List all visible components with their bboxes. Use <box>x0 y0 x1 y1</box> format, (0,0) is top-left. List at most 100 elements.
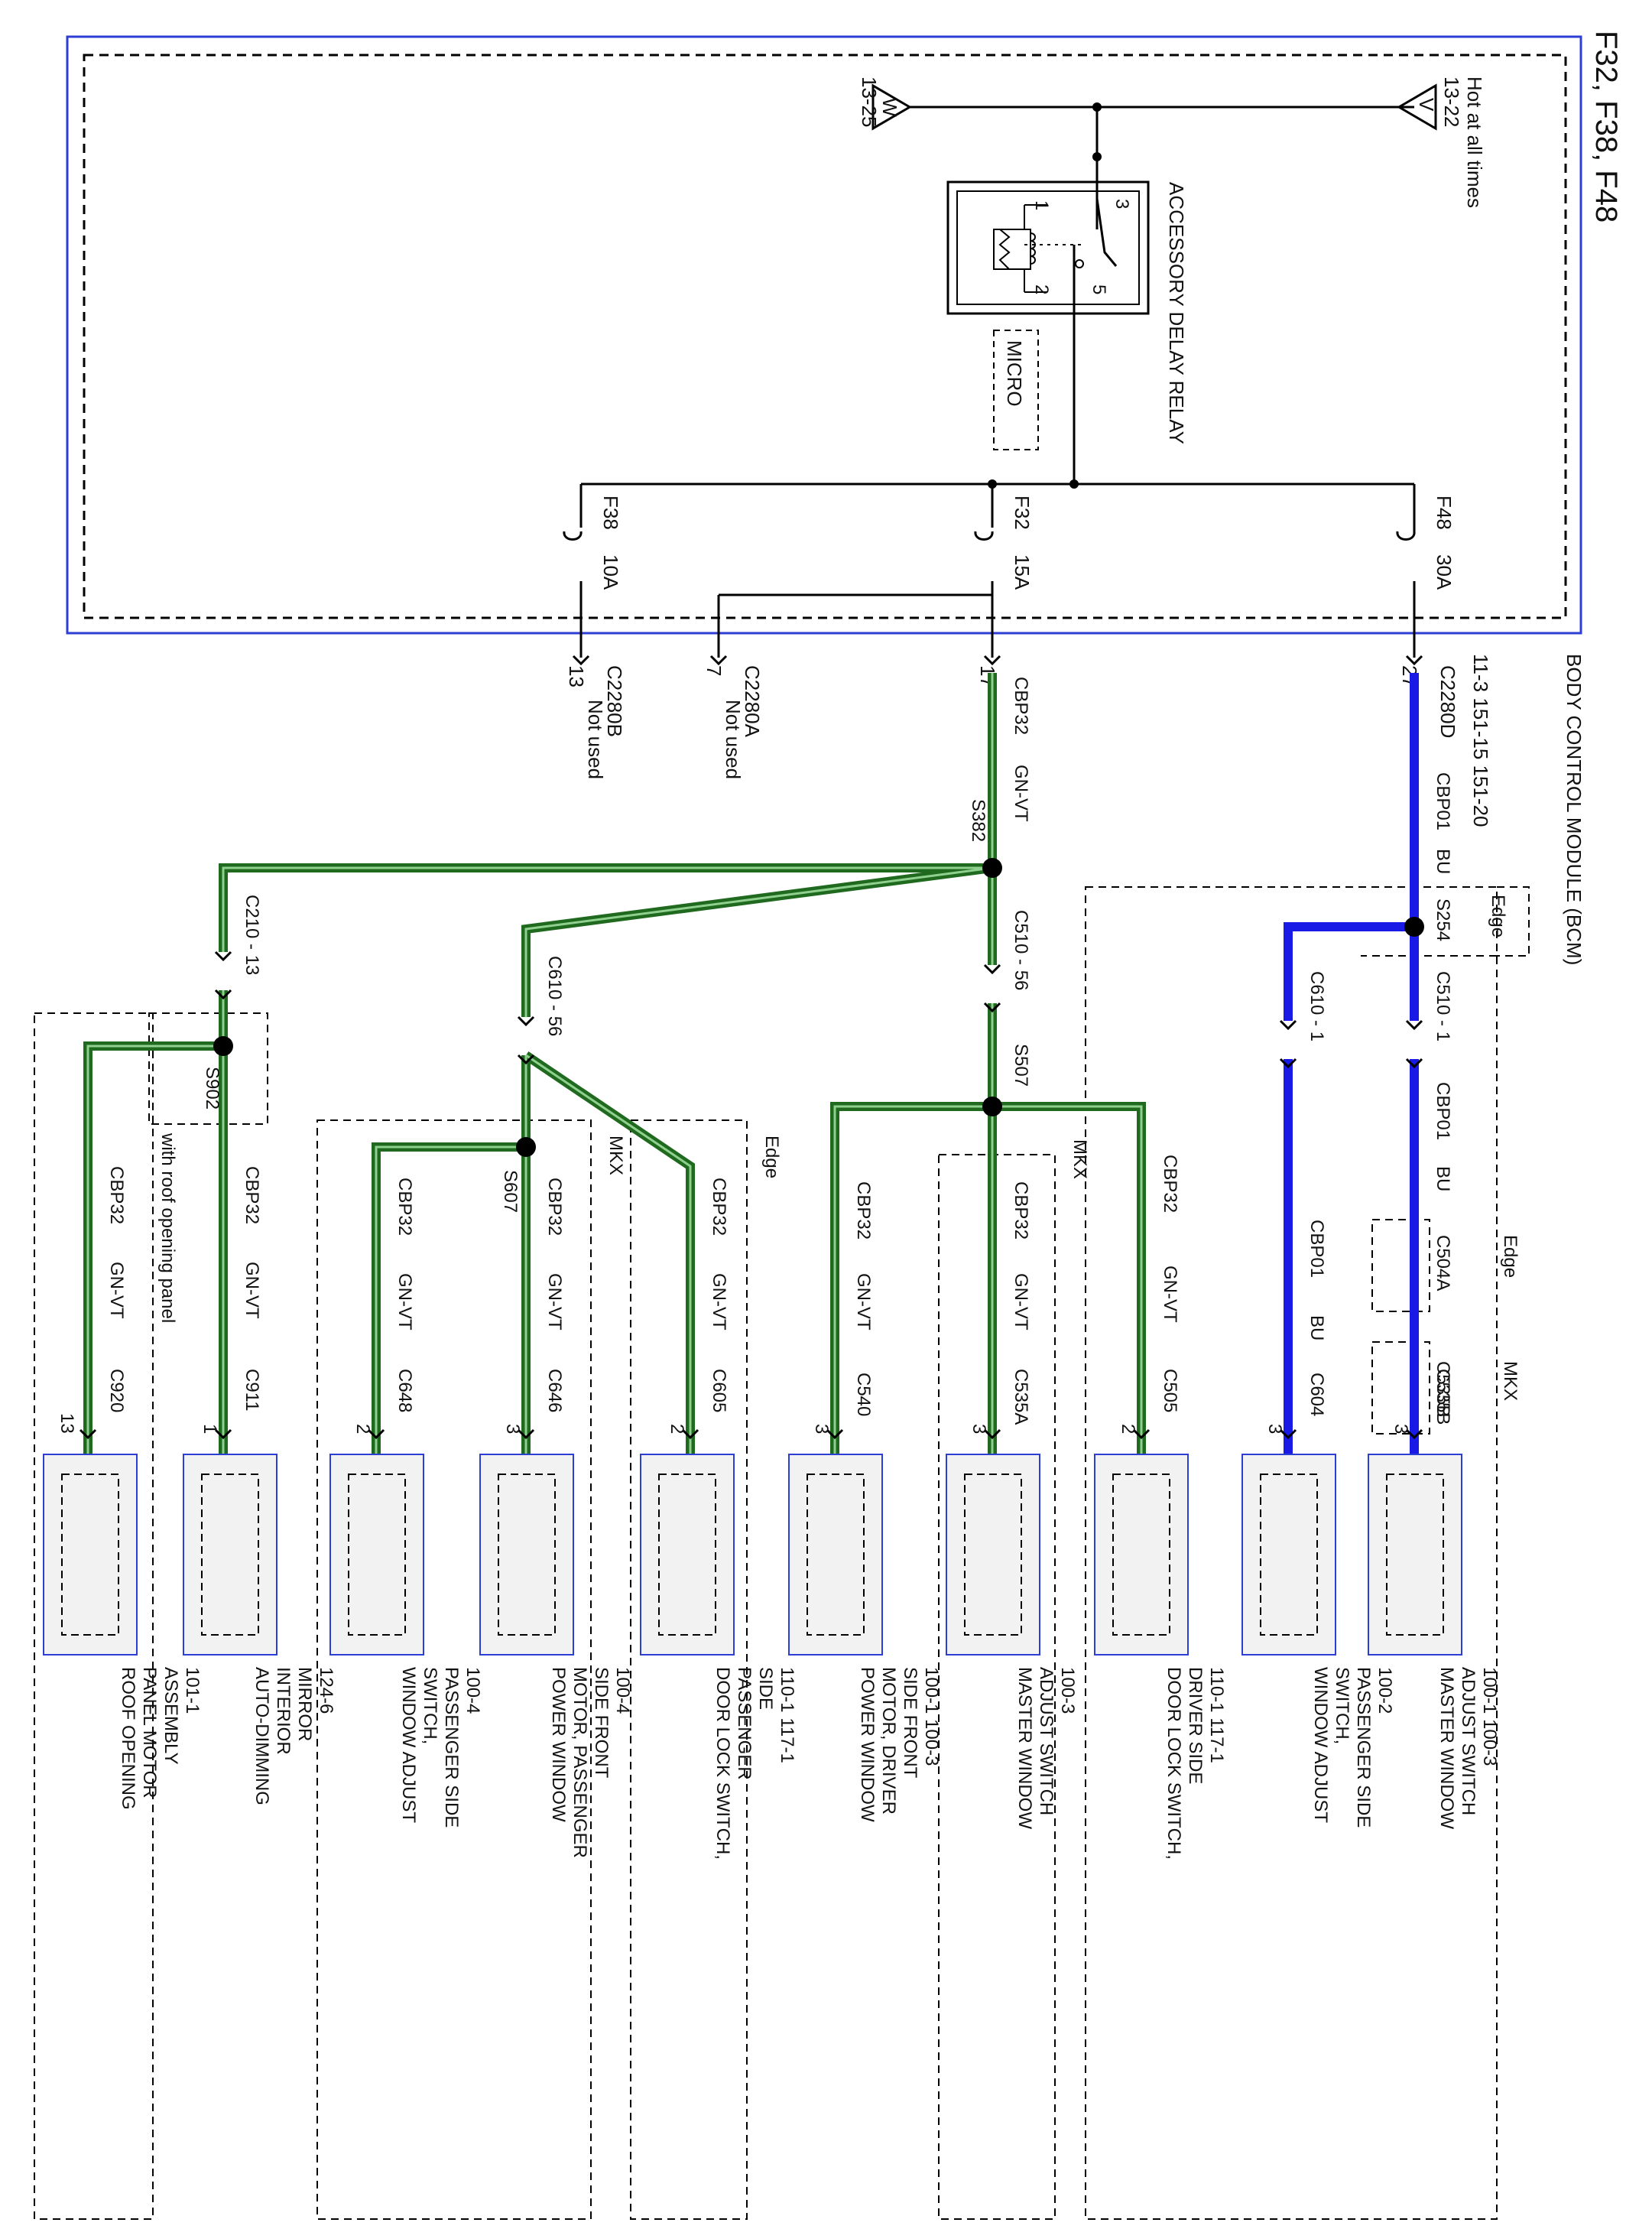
svg-text:S382: S382 <box>968 799 988 842</box>
svg-text:30A: 30A <box>1433 554 1456 590</box>
svg-text:GN-VT: GN-VT <box>709 1273 729 1331</box>
svg-text:3: 3 <box>1112 199 1132 209</box>
component-power-window-motor-passenger: C646 3 POWER WINDOWMOTOR, PASSENGERSIDE … <box>479 1369 633 1858</box>
svg-text:W: W <box>878 98 901 117</box>
svg-text:Edge: Edge <box>761 1136 782 1178</box>
blue-wires <box>1284 673 1419 1454</box>
svg-text:Edge: Edge <box>1500 1235 1521 1278</box>
svg-text:10A: 10A <box>599 554 622 590</box>
component-door-lock-switch-passenger: C605 2 DOOR LOCK SWITCH,PASSENGERSIDE110… <box>640 1369 797 1860</box>
svg-text:3: 3 <box>969 1424 989 1434</box>
relay-label: ACCESSORY DELAY RELAY <box>1165 182 1188 444</box>
svg-text:C535B: C535B <box>1433 1361 1453 1417</box>
bus-node <box>1069 479 1079 489</box>
bus-node <box>988 479 997 489</box>
component-window-adjust-switch-passenger-2: C648 2 WINDOW ADJUSTSWITCH,PASSENGER SID… <box>329 1369 483 1828</box>
bus-node <box>1092 152 1102 161</box>
svg-text:C2280A: C2280A <box>741 665 764 738</box>
svg-text:Hot at all times: Hot at all times <box>1463 76 1486 208</box>
svg-text:11-3 151-15 151-20: 11-3 151-15 151-20 <box>1469 654 1492 827</box>
svg-text:C646: C646 <box>544 1369 565 1412</box>
svg-text:S902: S902 <box>202 1067 222 1110</box>
svg-text:C535A: C535A <box>1011 1369 1031 1425</box>
svg-text:F32, F38, F48: F32, F38, F48 <box>1589 31 1623 223</box>
svg-text:C510 - 1: C510 - 1 <box>1433 971 1453 1041</box>
svg-text:5: 5 <box>1089 284 1109 294</box>
fuse-f48: F48 30A <box>1396 496 1456 590</box>
svg-text:CBP32: CBP32 <box>394 1178 415 1236</box>
svg-text:2: 2 <box>352 1424 373 1434</box>
svg-text:C911: C911 <box>242 1369 262 1412</box>
svg-text:C535B: C535B <box>1433 1369 1453 1425</box>
bcm-label: BODY CONTROL MODULE (BCM) 11-3 151-15 15… <box>1469 654 1585 965</box>
svg-text:GN-VT: GN-VT <box>544 1273 565 1331</box>
svg-text:GN-VT: GN-VT <box>242 1262 262 1319</box>
svg-text:13: 13 <box>565 665 588 687</box>
svg-text:F38: F38 <box>599 496 622 530</box>
power-bus <box>579 106 1416 658</box>
svg-text:WINDOW ADJUSTSWITCH,PASSENGER: WINDOW ADJUSTSWITCH,PASSENGER SIDE100-2 <box>1310 1667 1395 1828</box>
svg-text:MKX: MKX <box>1069 1139 1090 1179</box>
svg-text:F48: F48 <box>1433 496 1456 530</box>
w-feed-symbol: W 13-25 <box>858 76 912 131</box>
svg-text:C504A: C504A <box>1433 1235 1453 1291</box>
svg-text:15A: 15A <box>1011 554 1034 590</box>
svg-text:S254: S254 <box>1433 898 1453 941</box>
svg-text:CBP32: CBP32 <box>1011 1181 1031 1240</box>
svg-text:GN-VT: GN-VT <box>106 1262 127 1319</box>
svg-text:GN-VT: GN-VT <box>853 1273 874 1331</box>
svg-text:F32: F32 <box>1011 496 1034 530</box>
svg-text:Not used: Not used <box>722 700 745 779</box>
diagram-title: F32, F38, F48 <box>1589 31 1623 223</box>
svg-text:3: 3 <box>1391 1424 1411 1434</box>
svg-text:7: 7 <box>703 665 725 676</box>
svg-text:CBP32: CBP32 <box>853 1181 874 1240</box>
svg-text:CBP32: CBP32 <box>242 1166 262 1224</box>
svg-text:CBP32: CBP32 <box>1160 1155 1180 1213</box>
svg-text:13: 13 <box>57 1413 77 1434</box>
svg-text:13-25: 13-25 <box>858 76 881 128</box>
svg-text:2: 2 <box>667 1424 687 1434</box>
svg-text:MASTER WINDOWADJUST SWITCH100-: MASTER WINDOWADJUST SWITCH100-1 100-3 <box>1436 1667 1500 1829</box>
svg-text:C2280D: C2280D <box>1436 665 1459 738</box>
svg-text:C510 - 56: C510 - 56 <box>1011 910 1031 990</box>
svg-text:S507: S507 <box>1011 1044 1031 1087</box>
accessory-delay-relay: 3 1 5 2 ACCESSORY DELAY RELAY <box>946 180 1188 444</box>
svg-text:CBP32: CBP32 <box>1011 677 1031 735</box>
fuse-f32: F32 15A <box>974 496 1034 590</box>
svg-text:BU: BU <box>1306 1315 1327 1340</box>
svg-text:GN-VT: GN-VT <box>1011 1273 1031 1331</box>
bus-node <box>1092 102 1102 112</box>
svg-text:C610 - 1: C610 - 1 <box>1306 971 1327 1041</box>
svg-text:3: 3 <box>811 1424 832 1434</box>
svg-text:AUTO-DIMMINGINTERIORMIRROR124-: AUTO-DIMMINGINTERIORMIRROR124-6 <box>252 1667 336 1805</box>
svg-text:13-22: 13-22 <box>1440 76 1463 128</box>
svg-text:CBP32: CBP32 <box>544 1178 565 1236</box>
fuse-f38: F38 10A <box>563 496 622 590</box>
micro-block: MICRO <box>993 330 1039 450</box>
svg-text:WINDOW ADJUSTSWITCH,PASSENGER: WINDOW ADJUSTSWITCH,PASSENGER SIDE100-4 <box>398 1667 483 1828</box>
svg-text:MKX: MKX <box>1500 1361 1521 1401</box>
svg-text:C505: C505 <box>1160 1369 1180 1412</box>
component-power-window-motor-driver: C540 3 POWER WINDOWMOTOR, DRIVERSIDE FRO… <box>788 1373 942 1822</box>
svg-text:Edge: Edge <box>1488 895 1508 937</box>
wire-labels: CBP01 BU CBP01 BU CBP01 BU CBP32 GN-VT C… <box>106 677 1453 1340</box>
svg-text:C605: C605 <box>709 1369 729 1412</box>
svg-text:BODY CONTROL MODULE (BCM): BODY CONTROL MODULE (BCM) <box>1563 654 1585 965</box>
svg-text:1: 1 <box>200 1424 220 1434</box>
svg-text:GN-VT: GN-VT <box>1011 765 1031 822</box>
svg-text:V: V <box>1415 98 1438 112</box>
svg-text:with roof opening panel: with roof opening panel <box>157 1132 178 1323</box>
svg-text:C610 - 56: C610 - 56 <box>544 956 565 1036</box>
inline-connector-labels: C510 - 1 C610 - 1 C510 - 56 C610 - 56 C2… <box>242 895 1453 1417</box>
component-auto-dimming-mirror: C911 1 AUTO-DIMMINGINTERIORMIRROR124-6 <box>183 1369 336 1805</box>
component-window-adjust-switch-passenger: C604 3 WINDOW ADJUSTSWITCH,PASSENGER SID… <box>1241 1373 1395 1828</box>
svg-text:CBP01: CBP01 <box>1433 1082 1453 1140</box>
svg-text:MKX: MKX <box>605 1136 626 1175</box>
svg-text:3: 3 <box>1264 1424 1285 1434</box>
svg-text:MASTER WINDOWADJUST SWITCH100-: MASTER WINDOWADJUST SWITCH100-3 <box>1014 1667 1078 1829</box>
svg-text:POWER WINDOWMOTOR, DRIVERSIDE: POWER WINDOWMOTOR, DRIVERSIDE FRONT100-1… <box>857 1667 942 1822</box>
svg-text:MICRO: MICRO <box>1003 340 1026 407</box>
hot-feed-symbol: V Hot at all times 13-22 <box>1397 76 1486 208</box>
